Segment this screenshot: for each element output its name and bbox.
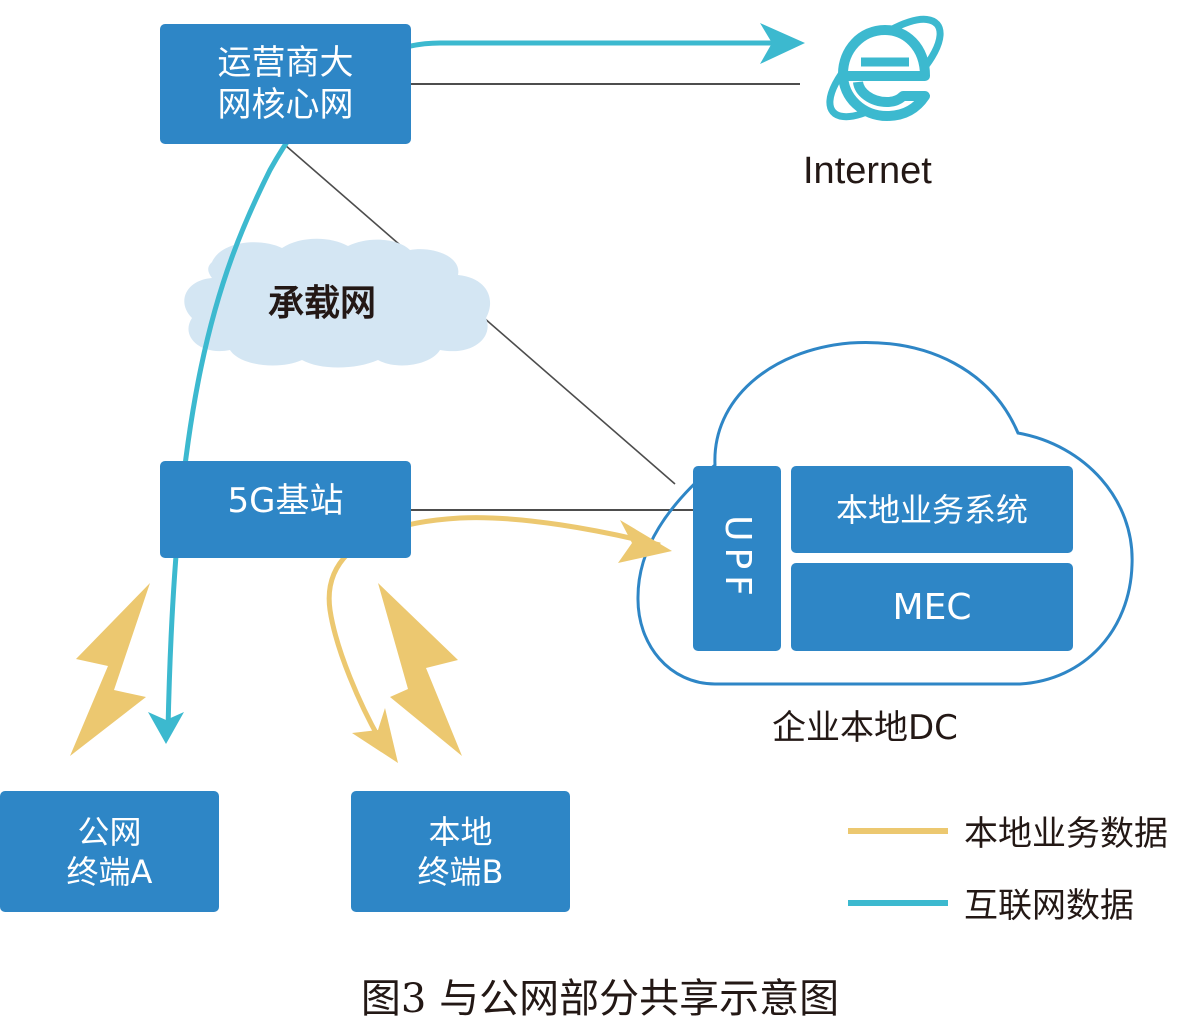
terminal-b-label-line1: 本地 bbox=[428, 812, 493, 851]
base-station-node[interactable]: 5G基站 bbox=[160, 461, 411, 558]
terminal-a-arrowhead bbox=[148, 712, 184, 744]
bearer-network-cloud bbox=[184, 238, 491, 368]
bearer-network-label: 承载网 bbox=[268, 283, 377, 324]
upf-arrowhead bbox=[618, 520, 672, 563]
internet-label: Internet bbox=[803, 150, 932, 192]
core-network-node[interactable]: 运营商大 网核心网 bbox=[160, 24, 411, 144]
terminal-a-label-line2: 终端A bbox=[66, 852, 153, 891]
legend-label-local: 本地业务数据 bbox=[964, 814, 1168, 854]
base-station-label: 5G基站 bbox=[227, 481, 344, 522]
figure-caption: 图3 与公网部分共享示意图 bbox=[360, 976, 840, 1022]
local-system-label: 本地业务系统 bbox=[835, 490, 1028, 529]
wireless-signal-icon bbox=[70, 583, 150, 756]
core-network-label-line2: 网核心网 bbox=[217, 85, 354, 125]
terminal-b-node[interactable]: 本地 终端B bbox=[351, 791, 570, 912]
legend-label-internet: 互联网数据 bbox=[964, 886, 1134, 926]
legend-swatch-internet bbox=[848, 899, 948, 906]
upf-node[interactable]: UPF bbox=[693, 466, 781, 651]
core-network-label-line1: 运营商大 bbox=[217, 42, 354, 83]
enterprise-dc-cloud bbox=[636, 341, 1134, 686]
internet-explorer-icon bbox=[826, 15, 944, 121]
upf-label: UPF bbox=[716, 515, 758, 602]
terminal-a-label-line1: 公网 bbox=[77, 812, 142, 851]
mec-label: MEC bbox=[892, 586, 972, 628]
terminal-a-node[interactable]: 公网 终端A bbox=[0, 791, 219, 912]
legend-item-internet-data: 互联网数据 bbox=[848, 878, 1134, 927]
terminal-b-label-line2: 终端B bbox=[417, 852, 504, 891]
terminal-b-arrowhead bbox=[352, 708, 398, 763]
internet-data-arrowhead bbox=[760, 23, 805, 64]
legend-item-local-data: 本地业务数据 bbox=[848, 806, 1168, 855]
wireless-signal-icon bbox=[378, 583, 462, 756]
enterprise-dc-label: 企业本地DC bbox=[772, 708, 958, 748]
legend-swatch-local bbox=[848, 827, 948, 834]
local-system-node[interactable]: 本地业务系统 bbox=[791, 466, 1073, 553]
mec-node[interactable]: MEC bbox=[791, 563, 1073, 651]
